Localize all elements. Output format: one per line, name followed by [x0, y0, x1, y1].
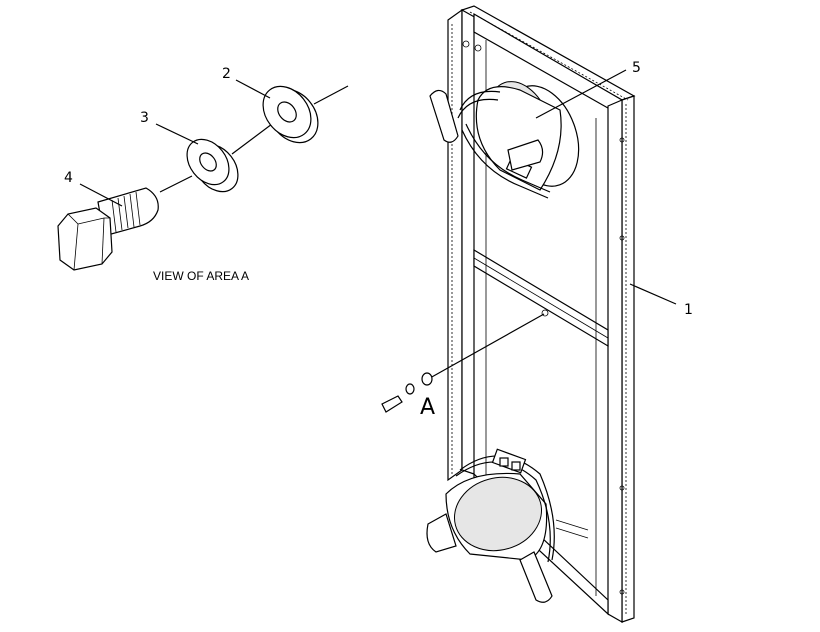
detail-view-area-a: 2 3 4 VIEW OF AREA A: [57, 66, 349, 283]
leader-4: [79, 183, 123, 207]
small-lock-washer: [405, 383, 415, 395]
callout-2: 2: [222, 66, 231, 82]
leader-2: [235, 79, 271, 99]
detail-center-line-low: [159, 175, 193, 193]
detail-caption: VIEW OF AREA A: [153, 269, 249, 283]
callout-1: 1: [684, 302, 693, 318]
leader-1: [629, 283, 677, 305]
leader-5: [535, 69, 627, 119]
upper-clamp-assembly-part-5: [429, 81, 580, 199]
callout-4: 4: [64, 170, 73, 186]
lower-clamp-assembly: [426, 448, 589, 603]
detail-center-line-mid: [231, 123, 273, 155]
callout-5: 5: [632, 60, 641, 76]
detail-center-line-top: [313, 85, 349, 105]
small-flat-washer: [421, 372, 433, 386]
small-bolt: [381, 395, 403, 413]
assembly-center-line: [429, 313, 545, 379]
callout-3: 3: [140, 110, 149, 126]
leader-3: [155, 123, 199, 145]
hex-bolt-part-4: [57, 187, 159, 271]
lock-washer-part-3: [186, 138, 239, 193]
exploded-hardware-area-a: [381, 313, 545, 413]
area-a-label: A: [420, 395, 435, 420]
flat-washer-part-2: [262, 85, 319, 144]
